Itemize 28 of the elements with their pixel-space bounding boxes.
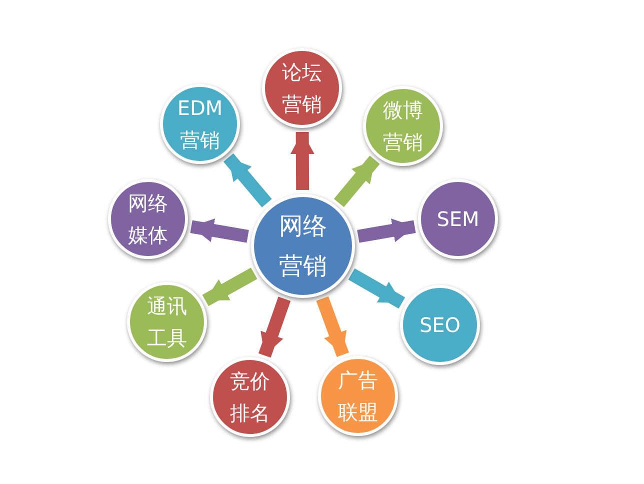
circle-node — [127, 282, 207, 362]
node-label: EDM营销 — [176, 95, 224, 154]
node-label: 竞价排名 — [229, 368, 271, 427]
arrow — [202, 268, 258, 306]
arrow — [258, 296, 291, 358]
circle-node — [108, 179, 188, 259]
node-label: 论坛营销 — [281, 59, 323, 118]
node-label: SEO — [418, 312, 462, 339]
circle-node — [262, 48, 342, 128]
arrow — [290, 132, 314, 190]
node-label: 网络媒体 — [127, 190, 169, 249]
circle-node — [251, 194, 355, 298]
circle-node — [160, 84, 240, 164]
circle-node — [318, 356, 398, 436]
circle-node — [363, 86, 443, 166]
arrow — [357, 218, 416, 243]
node-label: 网络营销 — [278, 211, 328, 282]
node-label: 微博营销 — [382, 97, 424, 156]
arrow — [190, 218, 249, 243]
circle-node — [400, 285, 480, 365]
arrow — [348, 268, 406, 309]
node-label: 通讯工具 — [146, 293, 188, 352]
node-label: 广告联盟 — [337, 367, 379, 426]
circle-node — [418, 179, 498, 259]
circle-node — [210, 357, 290, 437]
arrow — [223, 153, 272, 208]
arrow — [334, 156, 380, 208]
node-label: SEM — [436, 206, 480, 233]
